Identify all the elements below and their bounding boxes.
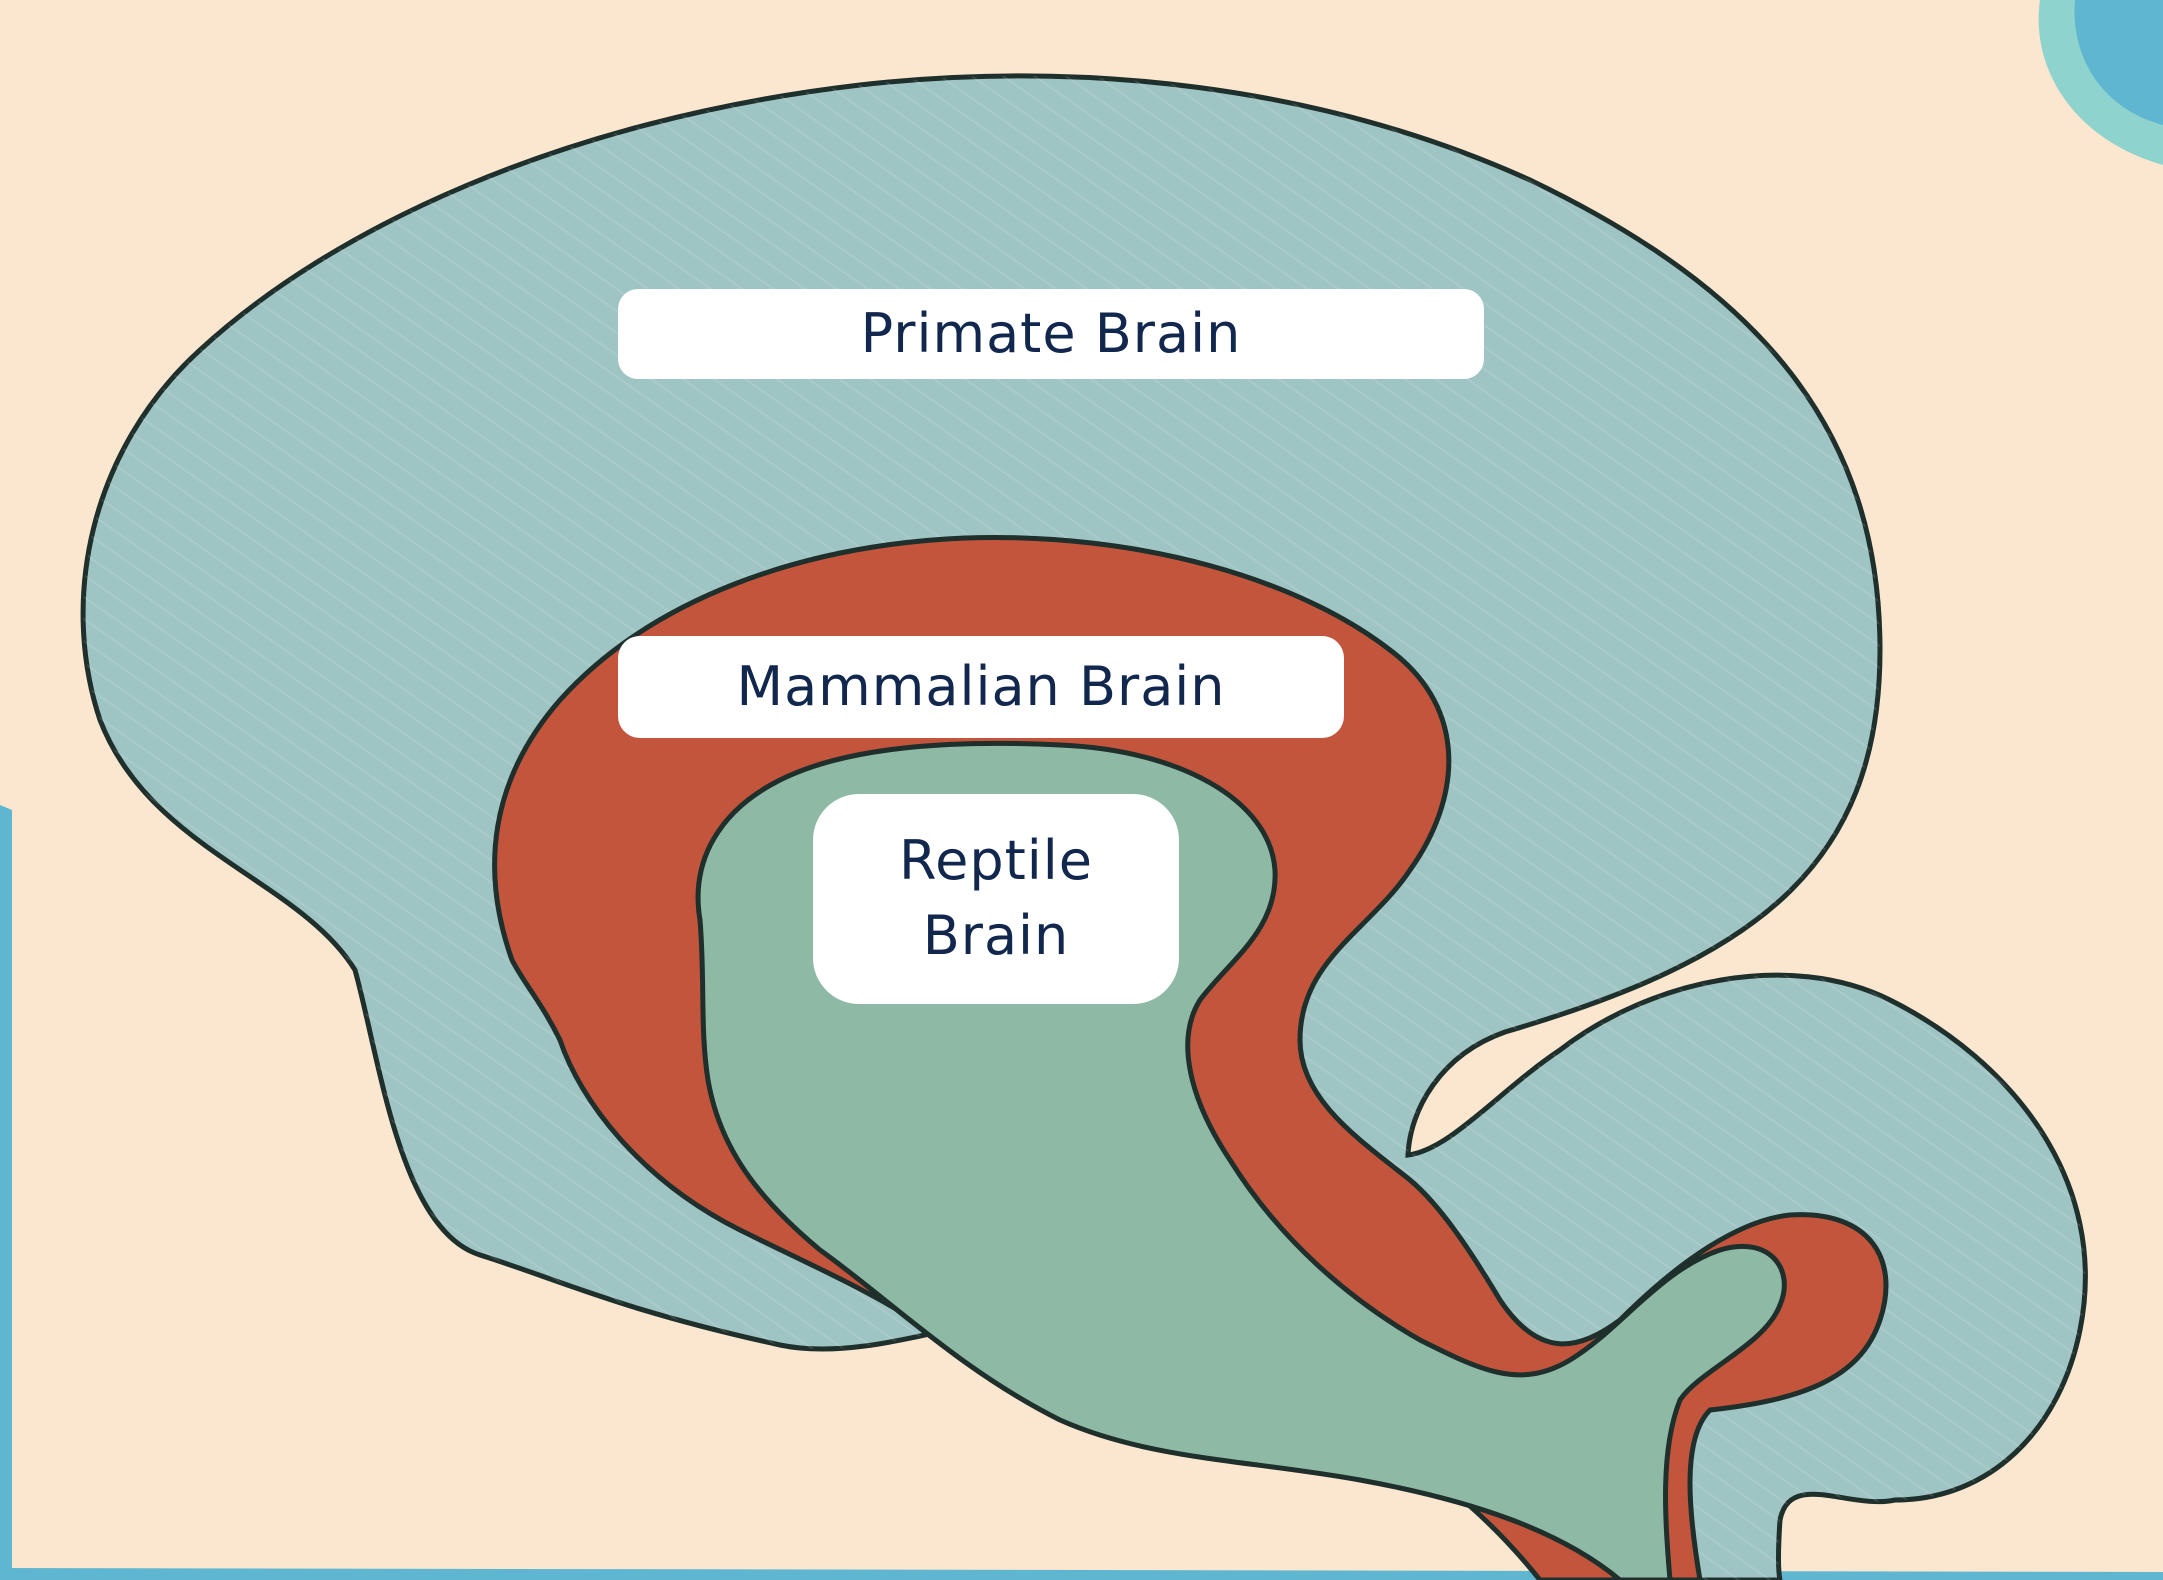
mammalian-brain-label-text: Mammalian Brain bbox=[736, 650, 1225, 725]
reptile-brain-label: Reptile Brain bbox=[813, 794, 1179, 1004]
mammalian-brain-label: Mammalian Brain bbox=[618, 636, 1344, 738]
reptile-brain-label-text: Reptile Brain bbox=[899, 824, 1093, 973]
primate-brain-label-text: Primate Brain bbox=[861, 297, 1242, 372]
primate-brain-label: Primate Brain bbox=[618, 289, 1484, 379]
edge-accent-left bbox=[0, 805, 12, 1580]
